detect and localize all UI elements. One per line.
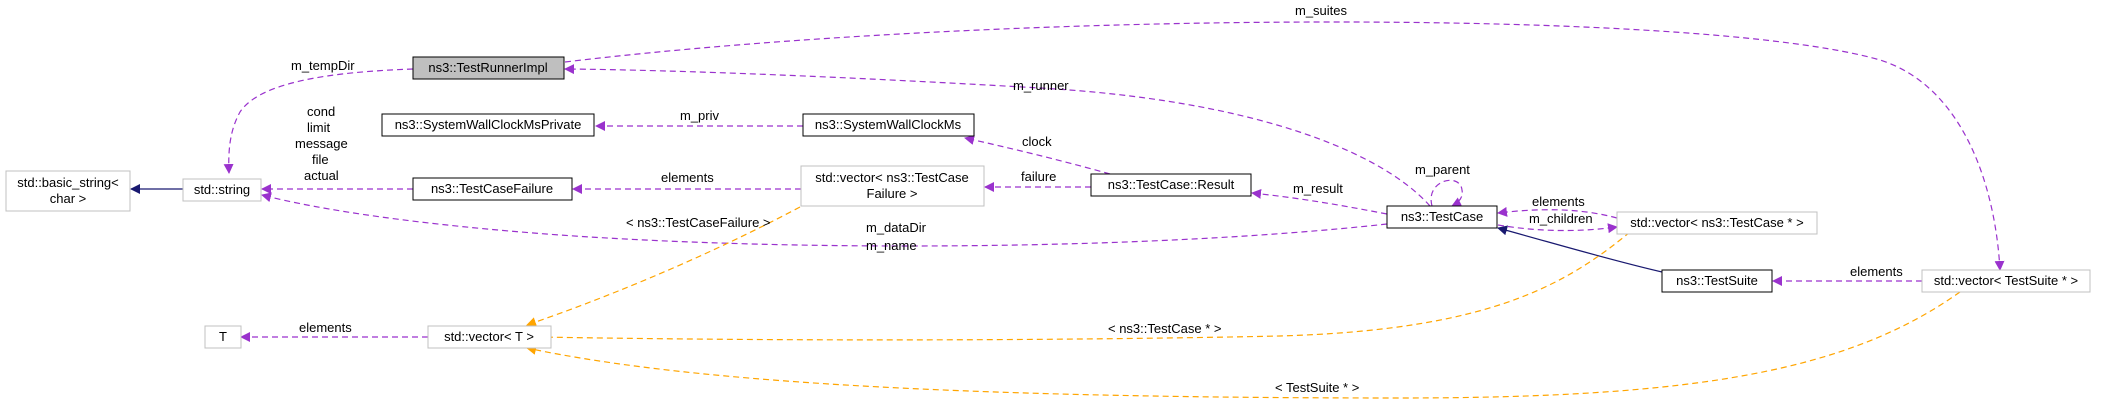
label-t-elements: elements bbox=[299, 320, 352, 335]
label-field-limit: limit bbox=[307, 120, 330, 135]
label-clock: clock bbox=[1022, 134, 1052, 149]
label-m-priv: m_priv bbox=[680, 108, 720, 123]
node-testsuite[interactable]: ns3::TestSuite bbox=[1661, 269, 1773, 293]
label-m-parent: m_parent bbox=[1415, 162, 1470, 177]
node-label: std::string bbox=[194, 182, 250, 197]
node-label: ns3::TestRunnerImpl bbox=[428, 60, 547, 75]
label-tpl-testcase: < ns3::TestCase * > bbox=[1108, 321, 1221, 336]
node-vector-suite[interactable]: std::vector< TestSuite * > bbox=[1921, 269, 2091, 293]
node-label: std::vector< ns3::TestCase * > bbox=[1630, 215, 1803, 230]
edge-m-parent bbox=[1430, 179, 1463, 207]
node-wallclock[interactable]: ns3::SystemWallClockMs bbox=[802, 113, 975, 137]
label-m-result: m_result bbox=[1293, 181, 1343, 196]
edge-m-result bbox=[1251, 188, 1388, 215]
label-m-children: m_children bbox=[1529, 211, 1593, 226]
node-vector-failure[interactable]: std::vector< ns3::TestCase Failure > bbox=[800, 165, 985, 207]
node-label: ns3::SystemWallClockMsPrivate bbox=[395, 117, 582, 132]
node-test-runner-impl[interactable]: ns3::TestRunnerImpl bbox=[412, 56, 565, 80]
node-vector-testcase[interactable]: std::vector< ns3::TestCase * > bbox=[1616, 211, 1818, 235]
label-suite-elements: elements bbox=[1850, 264, 1903, 279]
node-label: ns3::TestCase::Result bbox=[1108, 177, 1235, 192]
edge-tpl-failure bbox=[526, 206, 801, 327]
node-label-line: char > bbox=[50, 191, 87, 206]
label-field-message: message bbox=[295, 136, 348, 151]
node-wallclock-private[interactable]: ns3::SystemWallClockMsPrivate bbox=[381, 113, 595, 137]
node-std-string[interactable]: std::string bbox=[182, 178, 262, 202]
edge-m-name bbox=[261, 192, 1388, 247]
label-failure: failure bbox=[1021, 169, 1056, 184]
edge-clock bbox=[964, 135, 1111, 175]
node-label-line: std::basic_string< bbox=[17, 175, 119, 190]
node-testcase-failure[interactable]: ns3::TestCaseFailure bbox=[412, 177, 573, 201]
label-m-tempdir: m_tempDir bbox=[291, 58, 355, 73]
label-field-actual: actual bbox=[304, 168, 339, 183]
node-basic-string[interactable]: std::basic_string< char > bbox=[5, 170, 131, 212]
node-vector-t[interactable]: std::vector< T > bbox=[427, 325, 552, 349]
node-t[interactable]: T bbox=[204, 325, 242, 349]
label-field-cond: cond bbox=[307, 104, 335, 119]
label-m-runner: m_runner bbox=[1013, 78, 1069, 93]
node-label: std::vector< TestSuite * > bbox=[1934, 273, 2078, 288]
node-label-line: std::vector< ns3::TestCase bbox=[815, 170, 969, 185]
node-label: ns3::TestCase bbox=[1401, 209, 1483, 224]
label-tpl-failure: < ns3::TestCaseFailure > bbox=[626, 215, 771, 230]
label-m-suites: m_suites bbox=[1295, 3, 1348, 18]
edge-m-suites bbox=[564, 21, 2005, 271]
label-m-name: m_name bbox=[866, 238, 917, 253]
node-testcase[interactable]: ns3::TestCase bbox=[1386, 205, 1498, 229]
node-label: ns3::SystemWallClockMs bbox=[815, 117, 962, 132]
edge-tpl-suite bbox=[526, 291, 1961, 399]
edge-tpl-testcase bbox=[539, 231, 1631, 343]
node-label: std::vector< T > bbox=[444, 329, 534, 344]
edge-testcase-elements bbox=[1497, 206, 1618, 219]
node-label: ns3::TestSuite bbox=[1676, 273, 1758, 288]
edge-m-runner bbox=[564, 64, 1431, 207]
label-failure-elements: elements bbox=[661, 170, 714, 185]
label-m-datadir: m_dataDir bbox=[866, 220, 927, 235]
node-label-line: Failure > bbox=[867, 186, 918, 201]
node-label: T bbox=[219, 329, 227, 344]
node-label: ns3::TestCaseFailure bbox=[431, 181, 553, 196]
label-tpl-suite: < TestSuite * > bbox=[1275, 380, 1359, 395]
label-testcase-elements: elements bbox=[1532, 194, 1585, 209]
edge-m-children bbox=[1497, 223, 1618, 234]
inherit-edge-testsuite bbox=[1497, 225, 1663, 273]
label-field-file: file bbox=[312, 152, 329, 167]
node-testcase-result[interactable]: ns3::TestCase::Result bbox=[1090, 173, 1252, 197]
